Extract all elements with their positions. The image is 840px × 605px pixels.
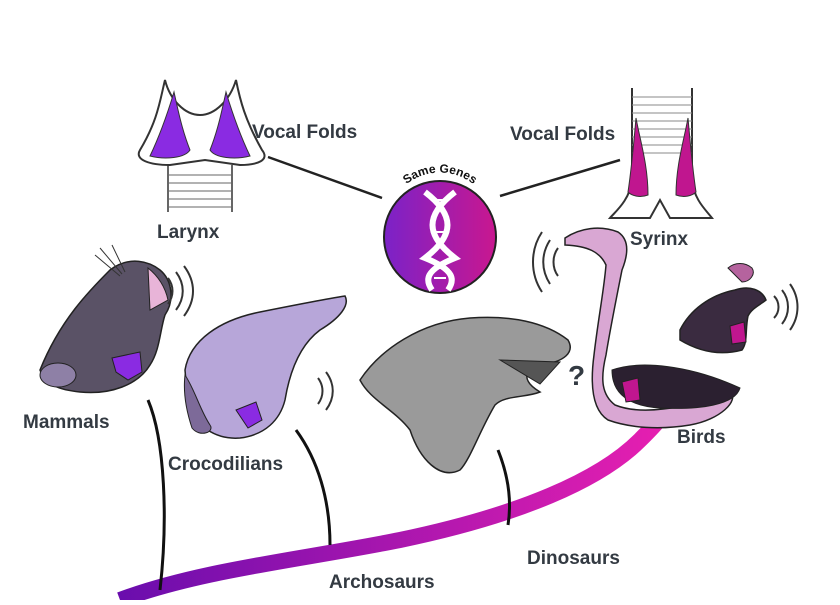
connector-right — [499, 158, 621, 198]
dinosaur-illustration — [359, 316, 571, 474]
sound-waves-icon — [167, 265, 194, 317]
branch-dinosaurs — [496, 449, 512, 526]
sound-waves-icon — [773, 283, 799, 331]
connector-left — [267, 155, 383, 200]
tree-trunk — [117, 409, 670, 605]
larynx-vocal-fold-right — [209, 90, 251, 159]
syrinx-label: Syrinx — [630, 229, 689, 250]
crocodilians-label: Crocodilians — [168, 454, 284, 475]
bird-illustration-rooster — [679, 263, 767, 354]
dinosaurs-label: Dinosaurs — [527, 548, 620, 569]
syrinx-vocal-fold-right — [675, 117, 697, 197]
bird-illustration-ostrich — [564, 227, 741, 429]
syrinx-vocal-fold-left — [627, 117, 649, 197]
syrinx-illustration — [607, 88, 715, 219]
larynx-vocal-fold-left — [149, 90, 191, 159]
mammal-illustration — [39, 244, 172, 394]
unknown-marker: ? — [568, 360, 586, 391]
sound-waves-icon — [532, 231, 559, 293]
branch-mammals — [146, 399, 166, 591]
archosaurs-label: Archosaurs — [329, 572, 435, 593]
birds-label: Birds — [677, 427, 726, 448]
mammals-label: Mammals — [23, 412, 110, 433]
vocal-folds-label-left: Vocal Folds — [252, 122, 358, 143]
vocal-folds-label-right: Vocal Folds — [510, 124, 616, 145]
branch-crocodilians — [294, 429, 332, 546]
phylogeny-tree — [117, 399, 670, 605]
crocodilian-illustration — [183, 295, 347, 439]
larynx-illustration — [137, 79, 266, 212]
dna-icon — [383, 180, 497, 294]
larynx-label: Larynx — [157, 222, 220, 243]
